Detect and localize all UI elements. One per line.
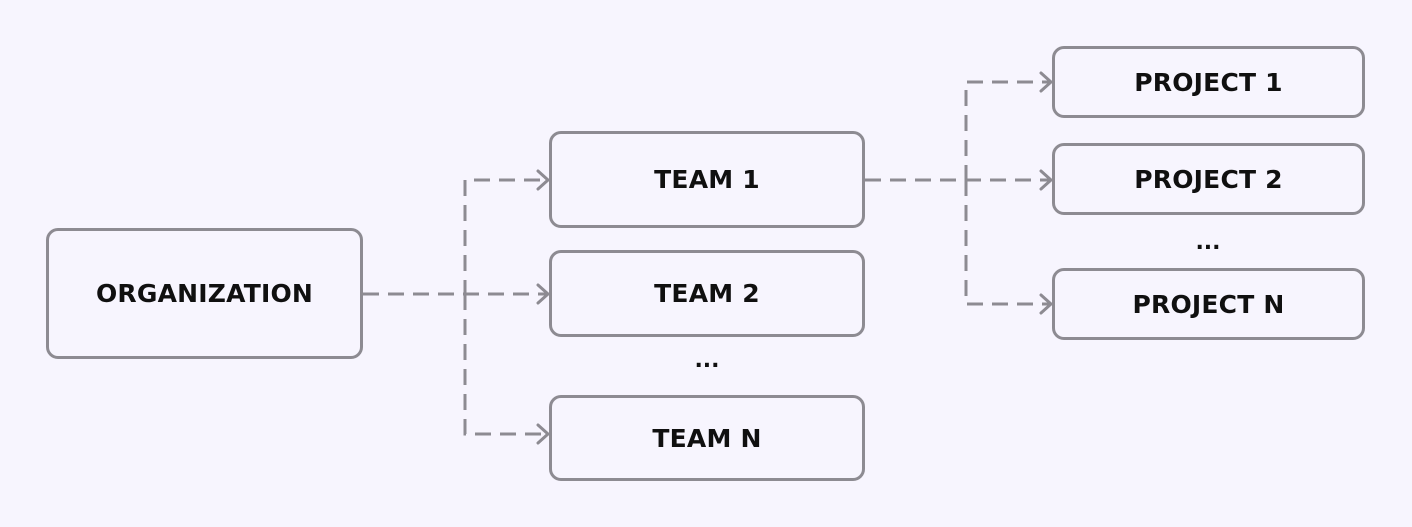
arrowhead-team2 [536, 283, 550, 305]
arrowhead-proj2 [1039, 169, 1053, 191]
node-label-project-n: PROJECT N [1132, 289, 1285, 319]
arrowhead-team1 [536, 169, 550, 191]
node-label-organization: ORGANIZATION [95, 279, 314, 308]
node-project-1: PROJECT 1 [1052, 46, 1365, 118]
arrowhead-teamn [536, 423, 550, 445]
node-label-team-2: TEAM 2 [654, 279, 760, 308]
connector-org-teamn [463, 294, 547, 436]
arrowhead-projn [1039, 293, 1053, 315]
connector-team1-proj1 [865, 80, 1050, 182]
node-label-team-1: TEAM 1 [654, 165, 760, 194]
node-team-2: TEAM 2 [549, 250, 865, 337]
connector-org-team1 [363, 178, 547, 296]
node-team-n: TEAM N [549, 395, 865, 481]
ellipsis-teams: ... [694, 348, 720, 373]
node-label-project-1: PROJECT 1 [1134, 67, 1283, 97]
node-team-1: TEAM 1 [549, 131, 865, 228]
node-project-n: PROJECT N [1052, 268, 1365, 340]
node-label-team-n: TEAM N [652, 423, 762, 453]
node-organization: ORGANIZATION [46, 228, 363, 359]
ellipsis-projects: ... [1195, 230, 1221, 255]
node-label-project-2: PROJECT 2 [1134, 164, 1283, 194]
connector-team1-projn [964, 180, 1050, 306]
arrowhead-proj1 [1039, 71, 1053, 93]
node-project-2: PROJECT 2 [1052, 143, 1365, 215]
